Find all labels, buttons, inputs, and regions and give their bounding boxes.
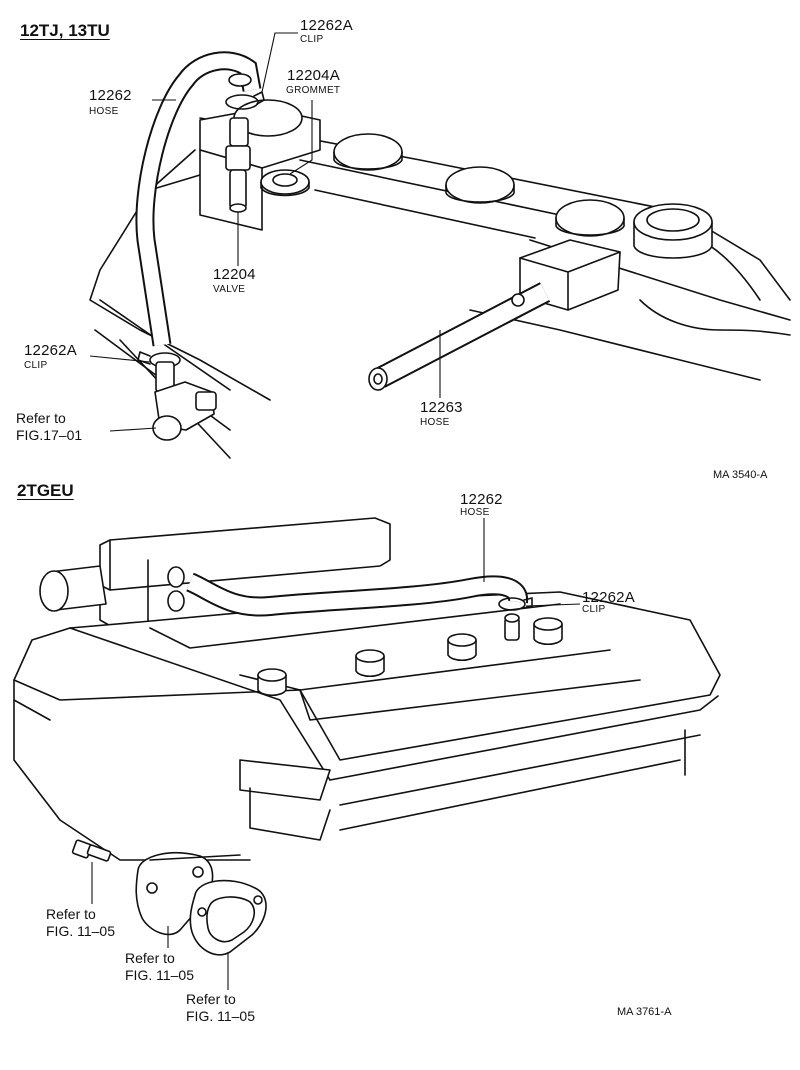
figure-code-bottom: MA 3761-A — [617, 1006, 672, 1018]
hose-12262-bottom — [185, 572, 529, 617]
grommet-12204a — [260, 169, 310, 197]
label-refer-top-line2: FIG.17–01 — [16, 427, 83, 443]
label-hose-top-number: 12262 — [89, 87, 132, 104]
gasket — [189, 879, 267, 956]
plug-boss-2 — [355, 649, 385, 678]
label-hose-top-name: HOSE — [89, 106, 119, 117]
label-refer-c-line1: Refer to — [186, 991, 236, 1007]
bolt-part — [71, 839, 112, 862]
oil-filler-cap — [633, 203, 713, 259]
label-hose2-name: HOSE — [420, 417, 450, 428]
hose-12262-top — [135, 51, 262, 347]
cap-2 — [333, 133, 403, 171]
label-refer-a-line2: FIG. 11–05 — [46, 923, 116, 939]
pcv-valve-12204 — [225, 117, 251, 213]
label-valve-number: 12204 — [213, 266, 256, 283]
leader-lines-bottom — [91, 518, 581, 990]
label-clip-lower-name: CLIP — [24, 360, 48, 371]
plug-boss-1 — [257, 668, 287, 697]
hose-12263 — [368, 282, 551, 391]
plug-boss-4 — [533, 617, 563, 646]
figure-code-top: MA 3540-A — [713, 469, 768, 481]
engine-head-bottom — [13, 517, 721, 861]
section-heading-12tj-13tu: 12TJ, 13TU — [20, 21, 110, 40]
label-refer-top-line1: Refer to — [16, 410, 66, 426]
cap-4 — [555, 199, 625, 237]
label-grommet-number: 12204A — [287, 67, 340, 84]
label-refer-c-line2: FIG. 11–05 — [186, 1008, 256, 1024]
label-hose2-number: 12263 — [420, 399, 463, 416]
cap-3 — [445, 166, 515, 204]
label-clip-top-number: 12262A — [300, 17, 353, 34]
pcv-nipple-bottom — [504, 613, 520, 641]
label-clip-bottom-name: CLIP — [582, 604, 606, 615]
label-refer-b-line1: Refer to — [125, 950, 175, 966]
label-hose-bottom-name: HOSE — [460, 507, 490, 518]
clip-12262a-bottom — [498, 597, 533, 611]
label-clip-lower-number: 12262A — [24, 342, 77, 359]
section-heading-2tgeu: 2TGEU — [17, 481, 74, 500]
plug-boss-3 — [447, 633, 477, 662]
label-refer-a-line1: Refer to — [46, 906, 96, 922]
label-refer-b-line2: FIG. 11–05 — [125, 967, 195, 983]
leader-lines-top — [89, 32, 441, 432]
label-clip-top-name: CLIP — [300, 34, 324, 45]
label-valve-name: VALVE — [213, 284, 246, 295]
label-clip-bottom-number: 12262A — [582, 589, 635, 606]
clip-12262a-top — [225, 91, 265, 110]
label-grommet-name: GROMMET — [286, 85, 341, 96]
label-hose-bottom-number: 12262 — [460, 491, 503, 508]
